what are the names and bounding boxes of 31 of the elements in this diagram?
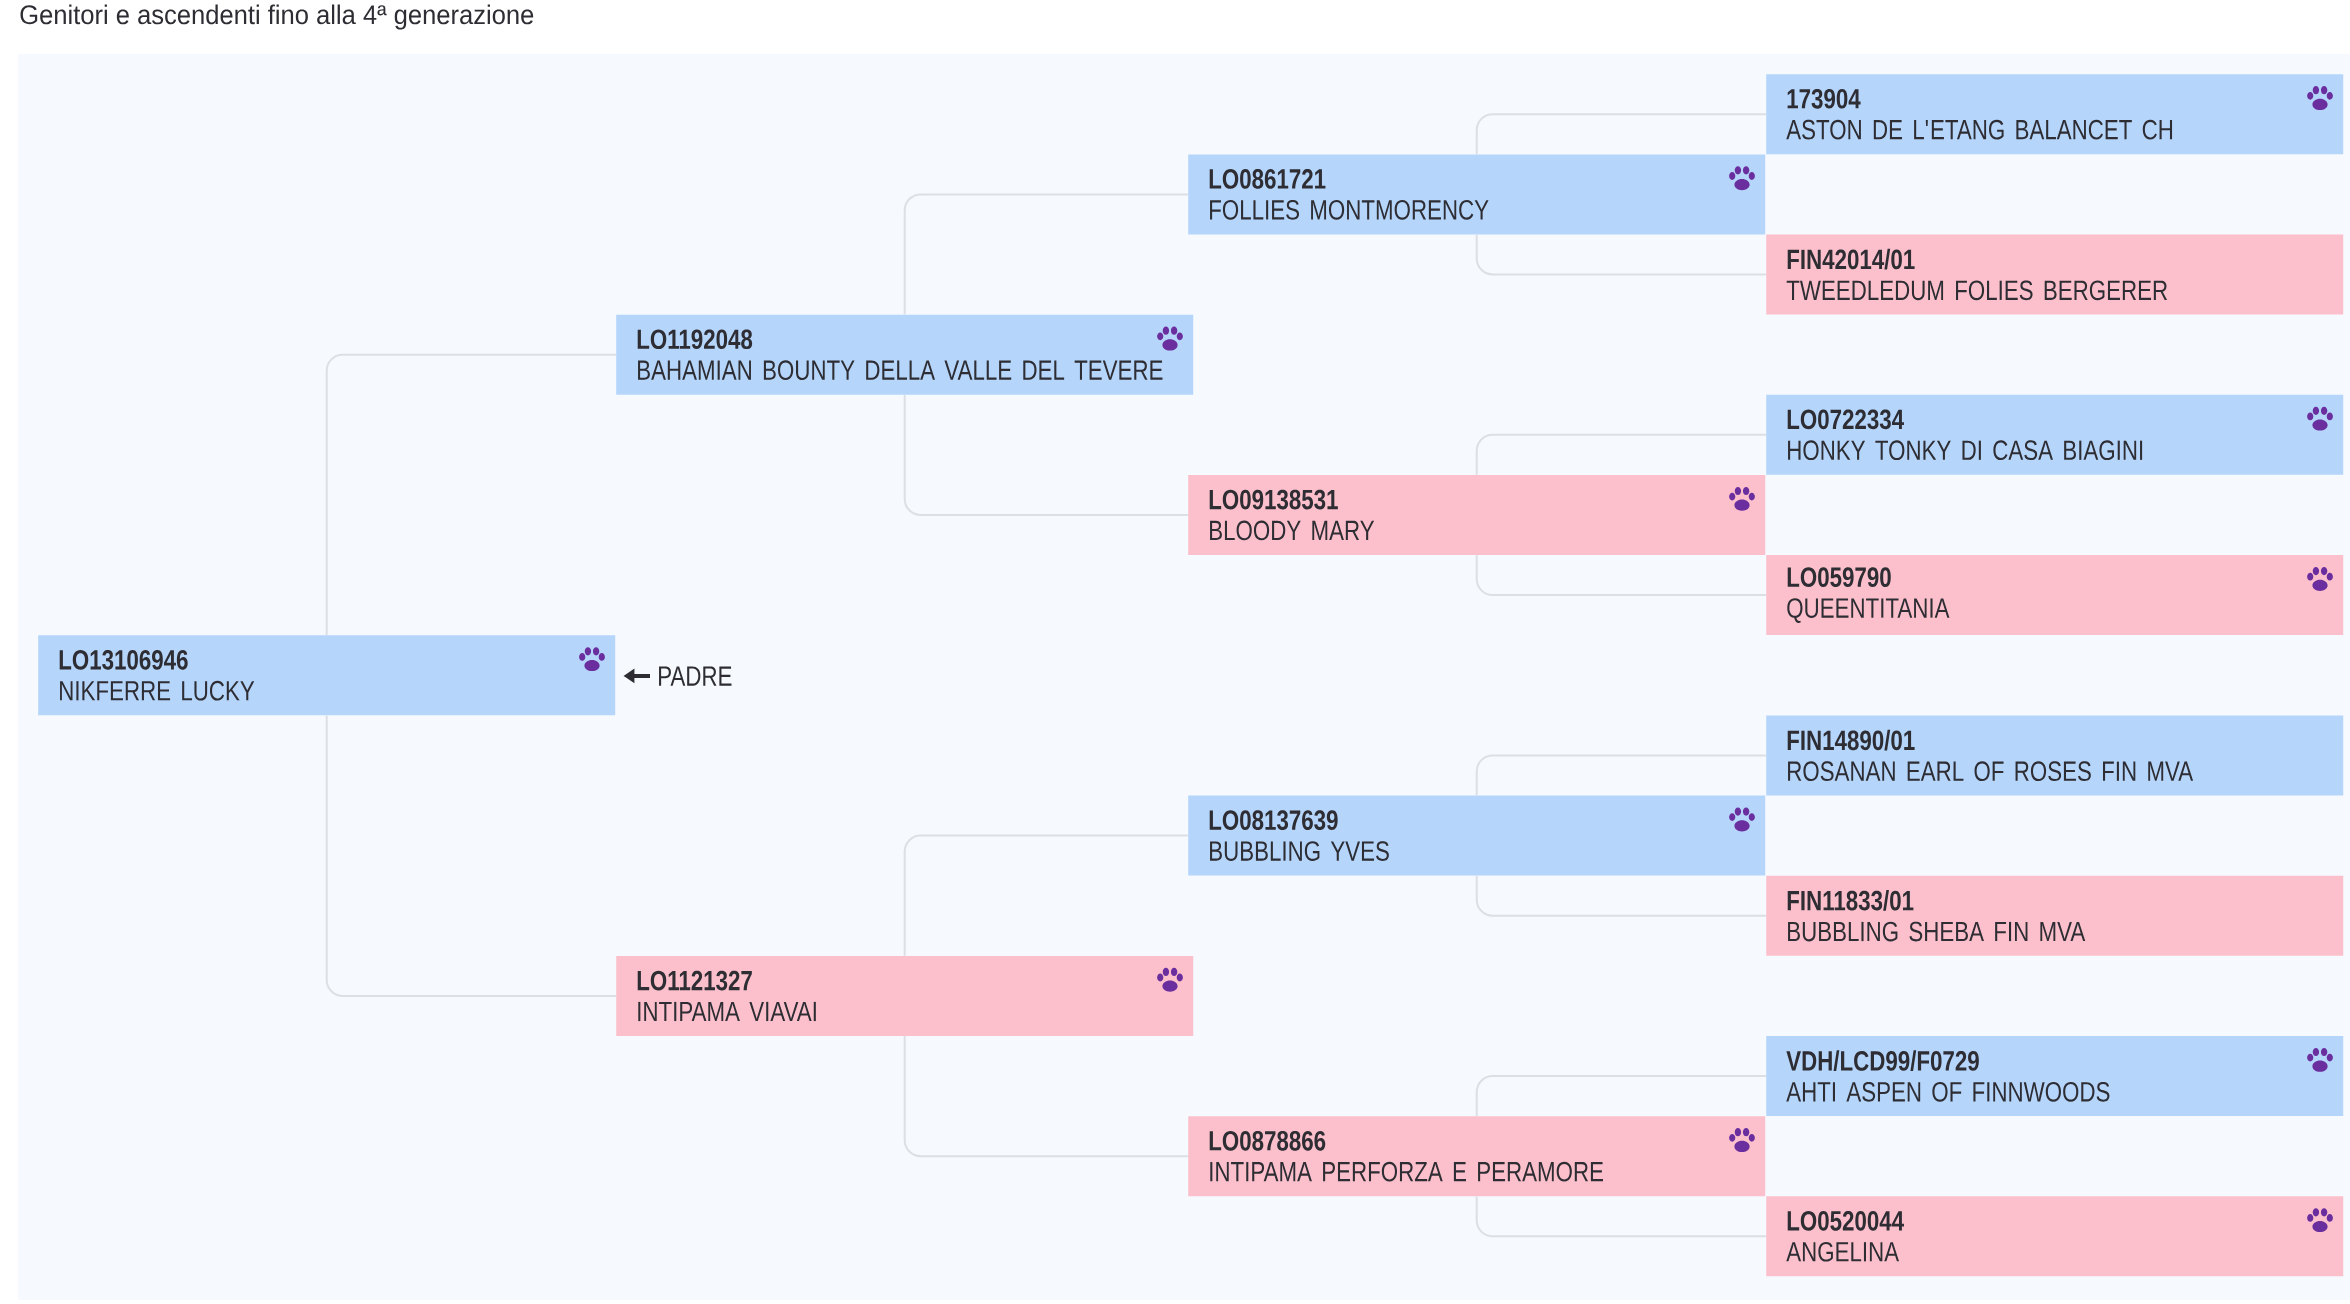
pedigree-box: LO0722334 HONKY TONKY DI CASA BIAGINI <box>1766 394 2344 475</box>
pedigree-box: VDH/LCD99/F0729 AHTI ASPEN OF FINNWOODS <box>1766 1036 2344 1116</box>
connector <box>1475 1195 1767 1238</box>
connector <box>1475 874 1767 917</box>
connector <box>1475 113 1767 156</box>
pedigree-box: LO09138531 BLOODY MARY <box>1188 475 1766 555</box>
pedigree-box: LO1192048 BAHAMIAN BOUNTY DELLA VALLE DEL TEVERE <box>616 314 1194 395</box>
pedigree-box: LO059790 QUEENTITANIA <box>1766 555 2344 636</box>
connector <box>1475 1075 1767 1117</box>
pedigree-box: FIN11833/01 BUBBLING SHEBA FIN MVA <box>1766 875 2344 956</box>
connector <box>1475 754 1767 797</box>
pedigree-box: 173904 ASTON DE L'ETANG BALANCET CH <box>1766 74 2344 155</box>
pedigree-box: LO08137639 BUBBLING YVES <box>1188 795 1766 876</box>
side-label: PADRE <box>659 666 732 686</box>
connector <box>1475 233 1767 276</box>
connector <box>903 393 1189 516</box>
pedigree-box: LO1121327 INTIPAMA VIAVAI <box>616 955 1194 1036</box>
pedigree-box: LO13106946 NIKFERRE LUCKY <box>38 635 616 716</box>
pedigree-box: FIN14890/01 ROSANAN EARL OF ROSES FIN MVA <box>1766 715 2344 796</box>
connector <box>903 1035 1189 1158</box>
title: Genitori e ascendenti fino alla 4ª generazione <box>20 4 534 30</box>
connector <box>1475 433 1767 476</box>
connector <box>325 714 617 997</box>
pedigree-box: FIN42014/01 TWEEDLEDUM FOLIES BERGERER <box>1766 234 2344 315</box>
connector <box>903 193 1189 316</box>
connector <box>325 353 617 637</box>
pedigree-box: LO0520044 ANGELINA <box>1766 1196 2344 1277</box>
pedigree-box: LO0861721 FOLLIES MONTMORENCY <box>1188 154 1766 235</box>
connector <box>903 834 1189 957</box>
connector <box>1475 554 1767 597</box>
pedigree-box: LO0878866 INTIPAMA PERFORZA E PERAMORE <box>1188 1116 1766 1197</box>
